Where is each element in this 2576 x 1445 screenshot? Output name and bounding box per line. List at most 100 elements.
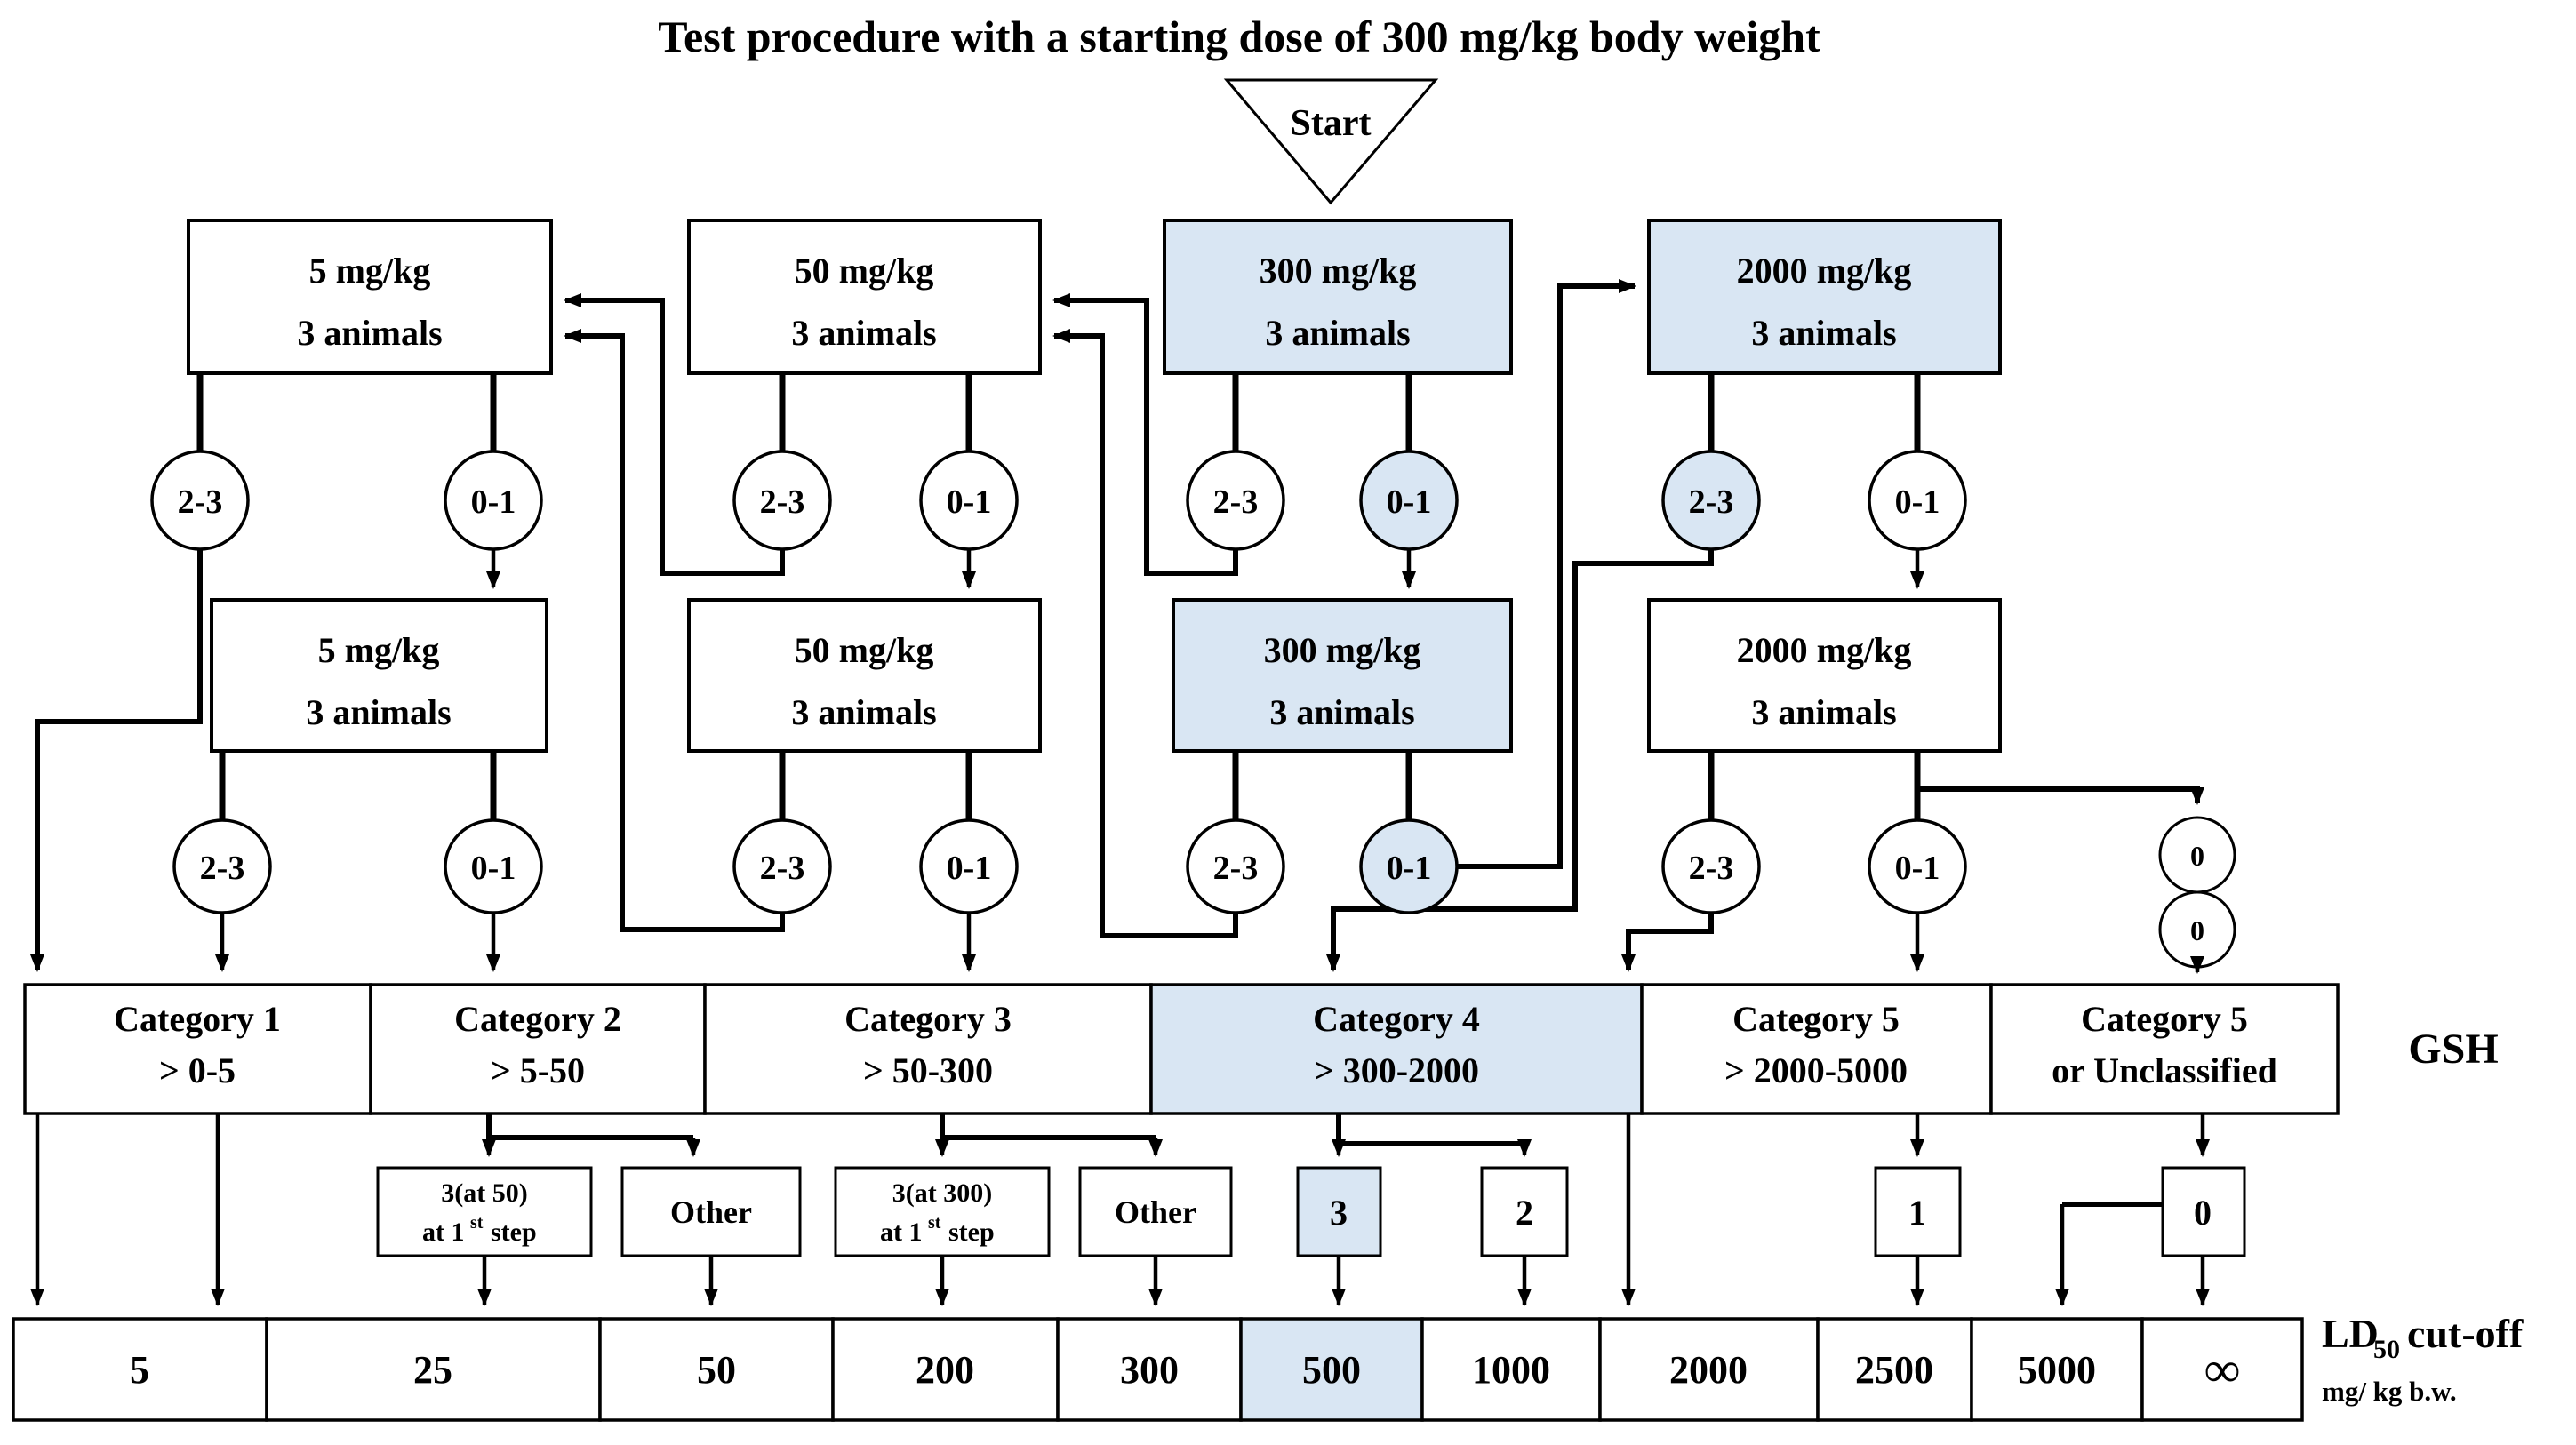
box-2000mg-second-animals: 3 animals [1751, 692, 1896, 732]
category-row: Category 1 > 0-5 Category 2 > 5-50 Categ… [23, 983, 2499, 1115]
ld50-cell-5000 [1970, 1317, 2144, 1422]
ld50-cell-2500-value: 2500 [1855, 1348, 1933, 1392]
category-1-box [23, 983, 372, 1115]
outcome-ovals-row1: 2-3 0-1 2-3 0-1 2-3 0-1 2-3 0-1 [150, 450, 1967, 551]
zero-circle-top-label: 0 [2190, 840, 2204, 872]
row1-connectors [30, 293, 1924, 972]
oval-r1-2000-01-label: 0-1 [1895, 483, 1940, 521]
ld50-cell-25-value: 25 [413, 1348, 452, 1392]
category-4-range: > 300-2000 [1314, 1050, 1479, 1090]
outcome-ovals-row2: 2-3 0-1 2-3 0-1 2-3 0-1 2-3 0-1 0 0 [172, 816, 2236, 969]
start-triangle [1223, 78, 1439, 205]
category-1-name: Category 1 [114, 999, 281, 1039]
box-2000mg-first-animals: 3 animals [1751, 313, 1896, 353]
ld50-cell-200 [831, 1317, 1060, 1422]
ld50-cell-300 [1056, 1317, 1243, 1422]
oval-r2-50-01-label: 0-1 [947, 850, 992, 887]
category-5-name: Category 5 [1732, 999, 1900, 1039]
ld50-cell-infinity-value: ∞ [2204, 1343, 2240, 1398]
box-3-at-300 [834, 1166, 1051, 1257]
box-3-at-300-line2b: step [948, 1217, 995, 1247]
box-3-at-50-line2: at 1 [422, 1217, 465, 1247]
box-5mg-second-animals: 3 animals [306, 692, 451, 732]
oval-r1-300-01-label: 0-1 [1387, 483, 1432, 521]
ld50-cell-300-value: 300 [1120, 1348, 1179, 1392]
dose-boxes-row2: 5 mg/kg 3 animals 50 mg/kg 3 animals 300… [210, 598, 2002, 753]
branch-category2 [486, 1114, 693, 1140]
box-other-cat3-label: Other [1115, 1194, 1196, 1230]
box-deaths-3-label: 3 [1330, 1193, 1348, 1233]
oval-r1-50-23-label: 2-3 [760, 483, 805, 521]
box-5mg-first-animals: 3 animals [297, 313, 442, 353]
row2-connectors [215, 279, 2204, 974]
path-2000-23-to-category4 [1326, 549, 1714, 972]
ld50-label-sub: 50 [2373, 1335, 2400, 1364]
ld50-cell-2500 [1816, 1317, 1973, 1422]
loop-50-23-to-5-first [564, 293, 785, 576]
box-50mg-second-animals: 3 animals [791, 692, 936, 732]
box-300mg-first-animals: 3 animals [1265, 313, 1410, 353]
box-3-at-50-line1: 3(at 50) [441, 1178, 527, 1208]
start-label: Start [1291, 103, 1372, 144]
box-2000mg-second-dose: 2000 mg/kg [1737, 630, 1912, 670]
box-300mg-second [1172, 598, 1513, 753]
box-300mg-second-animals: 3 animals [1269, 692, 1414, 732]
ld50-cell-500-value: 500 [1302, 1348, 1361, 1392]
box-deaths-2-label: 2 [1516, 1193, 1533, 1233]
box-3-at-300-line2: at 1 [880, 1217, 923, 1247]
box-other-cat2 [620, 1166, 802, 1257]
category-5-range: > 2000-5000 [1724, 1050, 1908, 1090]
oval-r2-5-01-label: 0-1 [471, 850, 516, 887]
path-r2-300-01-to-2000-first [1457, 279, 1636, 869]
box-50mg-first-dose: 50 mg/kg [795, 251, 934, 291]
oval-r1-2000-23-label: 2-3 [1689, 483, 1734, 521]
category-3-box [703, 983, 1153, 1115]
path-r2-2000-23-to-category5 [1621, 913, 1714, 972]
ld50-cell-25 [265, 1317, 602, 1422]
box-2000mg-second [1647, 598, 2002, 753]
box-3-at-300-line1: 3(at 300) [892, 1178, 992, 1208]
category-3-range: > 50-300 [863, 1050, 993, 1090]
box-deaths-0 [2161, 1166, 2246, 1257]
category-out-connectors [30, 1114, 2210, 1306]
box-300mg-first [1163, 219, 1513, 375]
category-1-range: > 0-5 [159, 1050, 236, 1090]
gsh-label: GSH [2408, 1026, 2498, 1073]
box-50mg-second-dose: 50 mg/kg [795, 630, 934, 670]
ld50-label-suffix: cut-off [2407, 1311, 2524, 1356]
box-deaths-1 [1874, 1166, 1962, 1257]
box-3-at-50-line2b: step [491, 1217, 537, 1247]
box-2000mg-first [1647, 219, 2002, 375]
box-50mg-first-animals: 3 animals [791, 313, 936, 353]
ld50-cell-5 [12, 1317, 268, 1422]
ld50-cell-infinity [2140, 1317, 2304, 1422]
ld50-cell-500 [1239, 1317, 1424, 1422]
oval-r2-2000-23-label: 2-3 [1689, 850, 1734, 887]
refinement-out-connectors [477, 1202, 2210, 1306]
box-300mg-second-dose: 300 mg/kg [1264, 630, 1421, 670]
oval-r1-5-01-label: 0-1 [471, 483, 516, 521]
ld50-units: mg/ kg b.w. [2322, 1376, 2457, 1407]
branch-2000-second-to-zero-circles [1917, 786, 2204, 805]
diagram-title: Test procedure with a starting dose of 3… [658, 12, 1820, 61]
category-5u-range: or Unclassified [2052, 1050, 2277, 1090]
row2-oval-stubs [219, 751, 2204, 823]
category-5-box [1640, 983, 1993, 1115]
category-4-name: Category 4 [1313, 999, 1480, 1039]
branch-category3 [940, 1114, 1156, 1140]
box-deaths-0-label: 0 [2194, 1193, 2212, 1233]
oval-r2-5-23-label: 2-3 [200, 850, 245, 887]
oval-r2-2000-01-label: 0-1 [1895, 850, 1940, 887]
ld50-cell-50-value: 50 [697, 1348, 736, 1392]
oval-r1-50-01-label: 0-1 [947, 483, 992, 521]
box-other-cat3 [1078, 1166, 1233, 1257]
loop-300-23-to-50-first [1052, 293, 1238, 576]
category-2-name: Category 2 [454, 999, 621, 1039]
box-3-at-300-sup: st [928, 1213, 941, 1233]
oval-r1-5-23-label: 2-3 [178, 483, 223, 521]
box-300mg-first-dose: 300 mg/kg [1260, 251, 1417, 291]
oval-r2-300-01-label: 0-1 [1387, 850, 1432, 887]
box-50mg-first [687, 219, 1042, 375]
box-deaths-1-label: 1 [1908, 1193, 1926, 1233]
